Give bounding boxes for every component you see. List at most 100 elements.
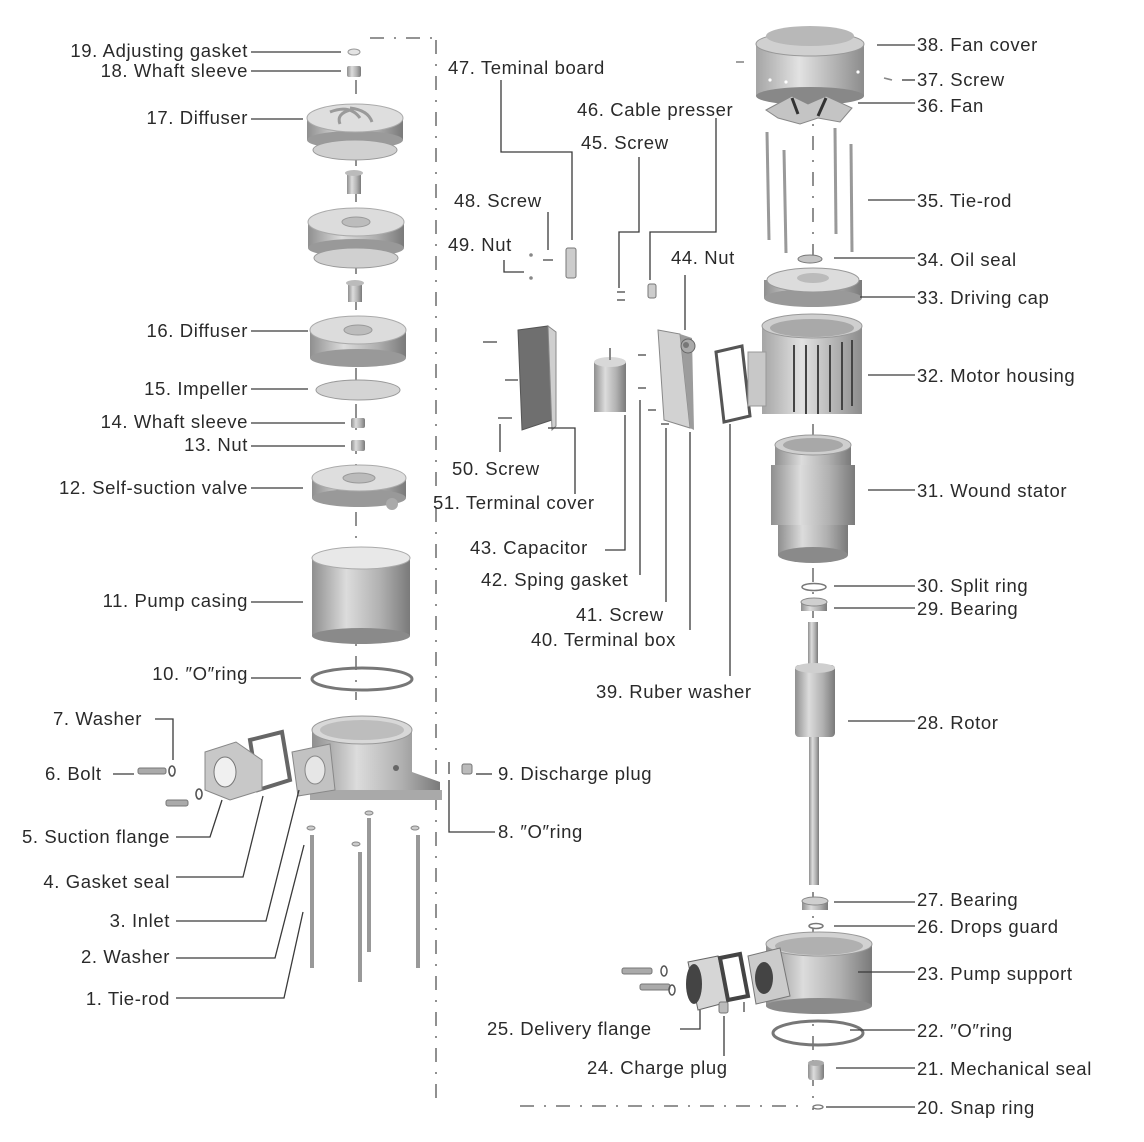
- part-37-screw: [736, 61, 893, 81]
- label-part-34: 34. Oil seal: [917, 249, 1017, 270]
- part-49-nut: [529, 253, 533, 280]
- label-part-40: 40. Terminal box: [531, 629, 676, 650]
- part-16-diffuser: [309, 315, 407, 367]
- label-part-36: 36. Fan: [917, 95, 984, 116]
- label-part-27: 27. Bearing: [917, 889, 1019, 910]
- part-39-ruber-washer: [714, 344, 752, 424]
- label-part-2: 2. Washer: [80, 946, 170, 967]
- part-50-screws: [483, 341, 518, 419]
- label-part-8: 8. ″O″ring: [498, 821, 583, 842]
- part-15-impeller: [315, 379, 401, 401]
- label-part-47: 47. Teminal board: [448, 57, 605, 78]
- part-38-fan-cover: [755, 26, 865, 105]
- label-part-43: 43. Capacitor: [470, 537, 588, 558]
- part-19-adjusting-gasket: [347, 48, 361, 56]
- part-sleeve-upper: [345, 170, 363, 194]
- label-part-6: 6. Bolt: [45, 763, 102, 784]
- part-43-capacitor: [594, 348, 626, 412]
- label-part-14: 14. Whaft sleeve: [100, 411, 248, 432]
- part-impeller-middle: [313, 247, 399, 269]
- part-33-driving-cap: [764, 267, 862, 307]
- part-gasket-delivery: [717, 951, 751, 1003]
- label-part-41: 41. Screw: [576, 604, 664, 625]
- part-diffuser-middle: [307, 207, 405, 257]
- part-51-terminal-cover: [517, 324, 557, 432]
- part-41-42-screws: [638, 354, 669, 425]
- label-part-17: 17. Diffuser: [146, 107, 248, 128]
- label-part-19: 19. Adjusting gasket: [70, 40, 248, 61]
- label-part-5: 5. Suction flange: [21, 826, 170, 847]
- leader-lines: [113, 44, 915, 1108]
- label-part-49: 49. Nut: [448, 234, 512, 255]
- label-part-48: 48. Screw: [454, 190, 542, 211]
- label-part-38: 38. Fan cover: [917, 34, 1038, 55]
- part-24-charge-plug: [718, 1001, 745, 1014]
- label-part-11: 11. Pump casing: [102, 590, 248, 611]
- label-part-3: 3. Inlet: [109, 910, 170, 931]
- label-part-26: 26. Drops guard: [917, 916, 1059, 937]
- label-part-51: 51. Terminal cover: [433, 492, 595, 513]
- part-11-pump-casing: [311, 546, 411, 644]
- part-28-rotor: [795, 622, 835, 885]
- part-44-nut: [683, 342, 689, 348]
- label-part-28: 28. Rotor: [917, 712, 999, 733]
- part-29-bearing: [800, 597, 828, 611]
- part-5-suction-flange: [204, 741, 263, 801]
- part-22-o-ring: [771, 1019, 865, 1047]
- label-part-13: 13. Nut: [184, 434, 248, 455]
- label-part-21: 21. Mechanical seal: [917, 1058, 1092, 1079]
- label-part-45: 45. Screw: [581, 132, 669, 153]
- label-part-29: 29. Bearing: [917, 598, 1019, 619]
- part-30-split-ring: [801, 582, 827, 592]
- label-part-15: 15. Impeller: [144, 378, 248, 399]
- label-part-4: 4. Gasket seal: [43, 871, 170, 892]
- part-27-bearing: [801, 896, 829, 910]
- part-12-self-suction-valve: [311, 464, 407, 510]
- part-25-delivery-flange: [686, 955, 729, 1011]
- label-part-23: 23. Pump support: [917, 963, 1073, 984]
- part-32-motor-housing: [747, 313, 863, 414]
- part-47-terminal-board: [565, 247, 577, 279]
- part-2-washers: [306, 810, 420, 847]
- part-31-wound-stator: [771, 434, 855, 563]
- label-part-12: 12. Self-suction valve: [58, 477, 248, 498]
- label-part-39: 39. Ruber washer: [596, 681, 752, 702]
- label-part-42: 42. Sping gasket: [481, 569, 629, 590]
- label-part-46: 46. Cable presser: [577, 99, 734, 120]
- label-part-30: 30. Split ring: [917, 575, 1029, 596]
- part-1-tie-rods: [310, 818, 420, 982]
- label-part-44: 44. Nut: [671, 247, 735, 268]
- label-part-20: 20. Snap ring: [917, 1097, 1035, 1118]
- label-part-31: 31. Wound stator: [917, 480, 1068, 501]
- label-part-35: 35. Tie-rod: [917, 190, 1013, 211]
- part-26-drops-guard: [808, 922, 824, 930]
- label-part-37: 37. Screw: [917, 69, 1005, 90]
- label-part-22: 22. ″O″ring: [917, 1020, 1013, 1041]
- part-3-inlet-body: [291, 715, 442, 800]
- label-part-9: 9. Discharge plug: [498, 763, 653, 784]
- label-part-33: 33. Driving cap: [917, 287, 1050, 308]
- label-part-32: 32. Motor housing: [917, 365, 1076, 386]
- part-23-pump-support: [747, 931, 873, 1014]
- label-part-7: 7. Washer: [53, 708, 143, 729]
- label-part-24: 24. Charge plug: [587, 1057, 728, 1078]
- part-46-cable-presser: [647, 283, 657, 299]
- part-sleeve-middle: [346, 280, 364, 302]
- part-34-oil-seal: [797, 254, 823, 264]
- label-part-50: 50. Screw: [452, 458, 540, 479]
- label-part-10: 10. ″O″ring: [152, 663, 248, 684]
- part-36-fan: [765, 95, 853, 125]
- part-9-discharge-plug: [461, 763, 473, 775]
- label-part-1: 1. Tie-rod: [85, 988, 170, 1009]
- part-14-whaft-sleeve: [351, 418, 365, 428]
- part-45-screw: [617, 291, 625, 301]
- part-40-terminal-box: [657, 329, 696, 430]
- label-part-18: 18. Whaft sleeve: [100, 60, 248, 81]
- part-impeller-upper: [312, 139, 398, 161]
- part-10-o-ring: [310, 666, 414, 692]
- part-7-washer: [168, 765, 203, 800]
- part-13-nut: [351, 440, 365, 451]
- part-21-mechanical-seal: [808, 1060, 824, 1080]
